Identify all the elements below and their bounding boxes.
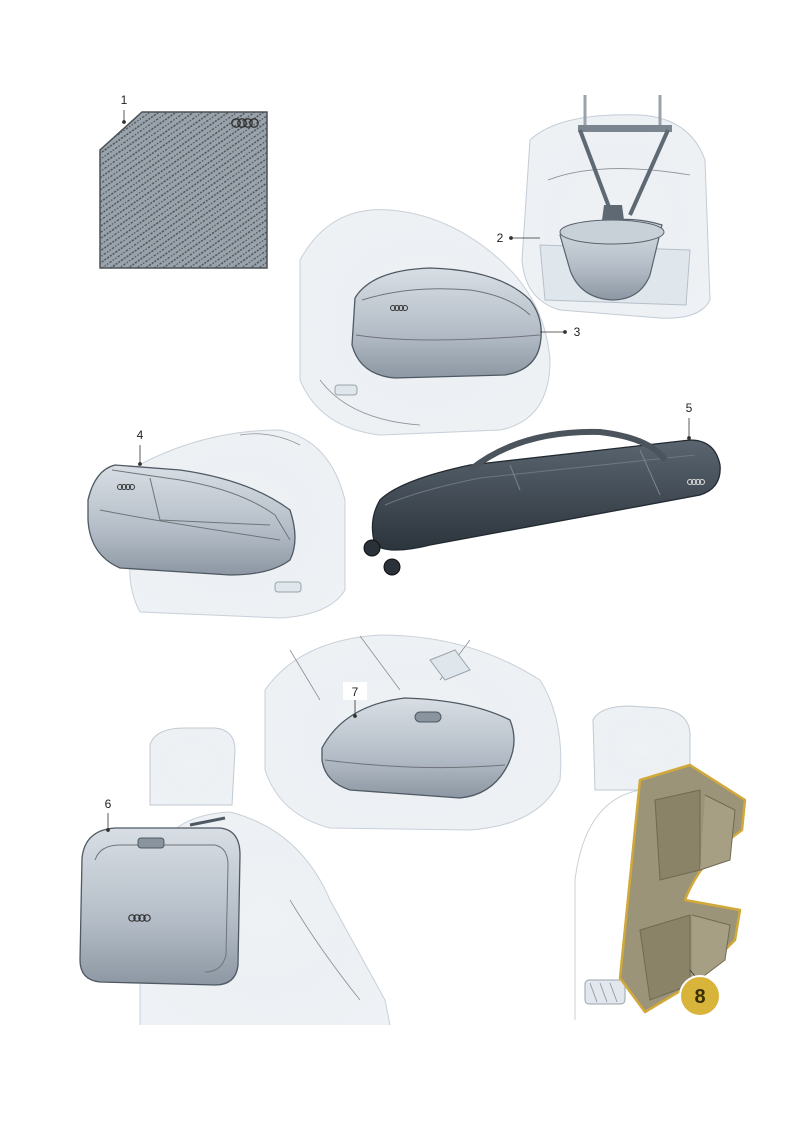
brand-rings-icon xyxy=(128,914,151,922)
callout-number-5: 5 xyxy=(686,401,693,415)
brand-rings-icon xyxy=(117,484,135,490)
ski-bag-illustration xyxy=(363,428,721,576)
headrest-bag-illustration xyxy=(299,209,551,436)
callout-number-2: 2 xyxy=(497,231,504,245)
seat-back-bag-illustration xyxy=(79,727,391,1026)
brand-rings-icon xyxy=(231,118,259,128)
callout-badge-8: 8 xyxy=(679,975,721,1017)
callout-number-3: 3 xyxy=(574,325,581,339)
floor-mat-illustration xyxy=(99,111,268,269)
callout-number-8: 8 xyxy=(694,986,705,1008)
centre-armrest-bag-illustration xyxy=(264,634,562,831)
rear-seat-bag-illustration xyxy=(87,429,346,619)
callout-box-7 xyxy=(343,682,367,700)
callout-number-6: 6 xyxy=(105,797,112,811)
callout-number-1: 1 xyxy=(121,93,128,107)
callout-number-4: 4 xyxy=(137,428,144,442)
headrest-litter-bag-illustration xyxy=(521,95,711,319)
brand-rings-icon xyxy=(390,305,408,311)
seat-back-organiser-illustration xyxy=(574,705,747,1020)
brand-rings-icon xyxy=(687,479,705,485)
callout-number-7: 7 xyxy=(352,685,359,699)
